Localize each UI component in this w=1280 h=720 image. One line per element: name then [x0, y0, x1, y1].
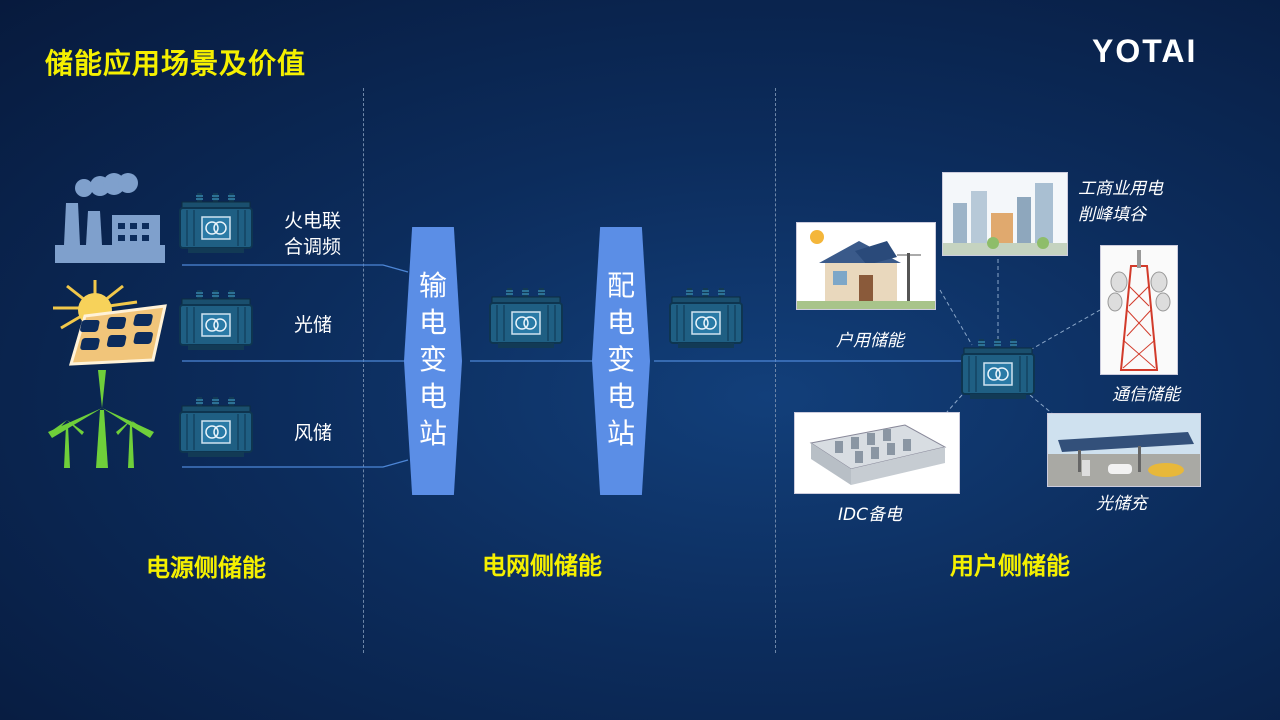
label-line: 火电联	[284, 210, 342, 232]
station-char: 电	[606, 306, 635, 339]
station-char: 电	[418, 380, 447, 413]
station-char: 配	[606, 269, 635, 302]
transformer-icon	[669, 287, 743, 349]
label-line: 工商业用电	[1078, 179, 1163, 199]
section-label-user: 用户侧储能	[950, 552, 1070, 580]
transformer-icon	[179, 396, 253, 458]
label-line: 削峰填谷	[1078, 205, 1146, 225]
page-title: 储能应用场景及价值	[45, 47, 307, 80]
station-char: 站	[418, 417, 447, 450]
solar-panel-icon	[45, 278, 170, 370]
transformer-icon	[489, 287, 563, 349]
station-char: 变	[606, 343, 635, 376]
transformer-icon	[961, 338, 1035, 400]
user-label-residential: 户用储能	[836, 331, 904, 351]
section-label-grid: 电网侧储能	[482, 552, 602, 580]
station-char: 电	[606, 380, 635, 413]
user-label-pv-storage-charging: 光储充	[1096, 494, 1147, 514]
station-text: 配 电 变 电 站	[592, 267, 650, 452]
station-char: 变	[418, 343, 447, 376]
source-label-thermal: 火电联 合调频	[284, 208, 341, 260]
telecom-tower-icon	[1100, 245, 1178, 375]
distribution-substation: 配 电 变 电 站	[592, 227, 650, 495]
company-logo: YOTAI	[1092, 33, 1198, 69]
wind-turbine-icon	[48, 370, 158, 474]
transformer-icon	[179, 192, 253, 254]
source-label-wind: 风储	[294, 422, 333, 444]
source-label-solar: 光储	[294, 314, 333, 336]
factory-icon	[52, 173, 167, 271]
section-divider	[363, 88, 364, 653]
section-divider	[775, 88, 776, 653]
solar-carport-icon	[1047, 413, 1201, 487]
section-label-source: 电源侧储能	[146, 554, 266, 582]
city-icon	[942, 172, 1068, 256]
datacenter-icon	[794, 412, 960, 494]
station-text: 输 电 变 电 站	[404, 267, 462, 452]
user-label-idc: IDC备电	[838, 505, 902, 525]
user-label-commercial: 工商业用电 削峰填谷	[1078, 176, 1163, 228]
label-line: 合调频	[284, 236, 342, 258]
transformer-icon	[179, 289, 253, 351]
user-label-telecom: 通信储能	[1112, 385, 1180, 405]
station-char: 电	[418, 306, 447, 339]
station-char: 站	[606, 417, 635, 450]
transmission-substation: 输 电 变 电 站	[404, 227, 462, 495]
house-icon	[796, 222, 936, 310]
station-char: 输	[418, 269, 447, 302]
